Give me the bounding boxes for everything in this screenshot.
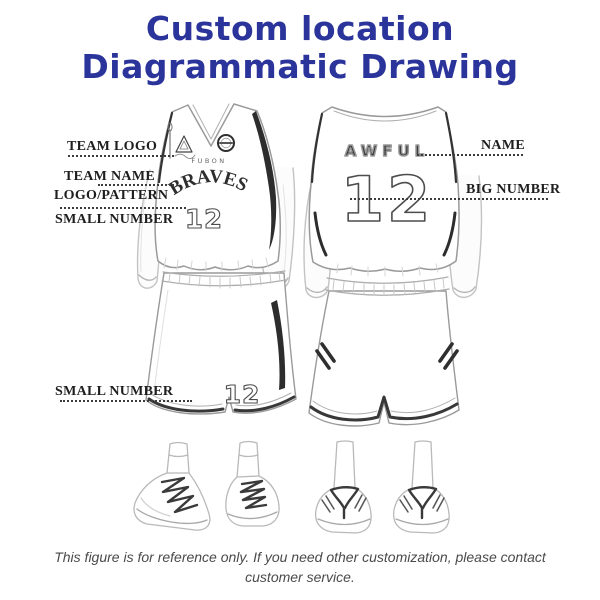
shoes xyxy=(133,440,450,534)
shoe-body xyxy=(225,475,280,527)
shoe-sole xyxy=(395,518,449,526)
shoe-sole xyxy=(227,511,278,520)
front-shorts-side-accent xyxy=(271,300,286,390)
shoe-laces xyxy=(239,479,268,510)
side-hatches xyxy=(321,494,367,513)
front-left-shoe xyxy=(133,441,211,531)
back-shorts-right-chevrons xyxy=(438,342,459,370)
sock xyxy=(236,440,260,478)
label-logo-pattern: LOGO/PATTERN xyxy=(54,188,169,203)
triangle-logo-inner xyxy=(179,140,189,150)
location-pin-head xyxy=(167,122,173,132)
side-hatches xyxy=(399,494,445,513)
leader-line-small-number-shorts xyxy=(60,400,192,402)
leader-line-team-logo xyxy=(68,155,174,157)
leader-line-big-number xyxy=(350,198,548,200)
back-shorts xyxy=(308,276,460,427)
front-shorts-waistband xyxy=(161,270,287,287)
sock xyxy=(411,440,434,489)
back-jersey-right-side-accent xyxy=(442,211,457,257)
back-left-shoe xyxy=(314,440,372,534)
shoe-sole xyxy=(317,518,371,526)
label-team-logo: TEAM LOGO xyxy=(67,139,158,154)
title-line-1: Custom location xyxy=(145,9,455,48)
label-small-number-shorts: SMALL NUMBER xyxy=(55,384,174,399)
shoe-laces xyxy=(160,476,199,514)
footer-line-1: This figure is for reference only. If yo… xyxy=(54,549,546,565)
back-jersey-collar-inner xyxy=(333,110,437,122)
front-shorts-right-hem-inner xyxy=(235,392,292,407)
front-sleeve-shading xyxy=(140,184,287,273)
back-jersey: AWFUL 12 xyxy=(308,106,460,277)
heel-strap xyxy=(329,486,360,520)
back-shorts-left-chevrons xyxy=(315,342,336,370)
front-jersey-collar-inner xyxy=(192,103,230,140)
front-shorts-body xyxy=(145,272,297,415)
front-jersey-right-armhole-trim xyxy=(252,111,277,250)
footer-disclaimer: This figure is for reference only. If yo… xyxy=(0,547,600,587)
back-jersey-hem-gathers xyxy=(336,263,439,277)
sock xyxy=(333,440,356,489)
front-shorts-left-hem-inner xyxy=(150,393,223,407)
leader-line-team-name xyxy=(98,184,174,186)
footer-line-2: customer service. xyxy=(245,569,355,585)
back-right-sleeve-cuff xyxy=(453,286,476,294)
front-uniform: FUBON BRAVES 12 12 xyxy=(136,103,297,415)
front-shorts xyxy=(145,270,297,415)
label-small-number-jersey: SMALL NUMBER xyxy=(55,212,174,227)
front-shorts-number: 12 xyxy=(224,380,261,409)
back-jersey-left-armhole-trim xyxy=(310,112,324,184)
label-name: NAME xyxy=(481,138,525,153)
back-player-name: AWFUL xyxy=(345,142,429,160)
back-shorts-waistband-ribbing xyxy=(332,277,445,296)
title-line-2: Diagrammatic Drawing xyxy=(81,47,519,86)
back-jersey-left-side-accent xyxy=(313,211,328,257)
front-jersey-hem-gathers xyxy=(163,257,269,272)
label-big-number: BIG NUMBER xyxy=(466,182,561,197)
logo-signature-squiggle xyxy=(174,153,196,160)
heel-strap xyxy=(407,486,438,520)
back-right-shoe xyxy=(392,440,450,534)
front-left-sleeve-cuff xyxy=(138,274,157,281)
label-team-name: TEAM NAME xyxy=(64,169,155,184)
shoe-toe-line xyxy=(140,497,171,517)
page-title: Custom location Diagrammatic Drawing xyxy=(0,10,600,86)
front-jersey-left-armhole-trim xyxy=(157,111,174,184)
back-shorts-hem-trim xyxy=(309,395,459,422)
back-shorts-waistband xyxy=(325,276,450,296)
front-shorts-left-seam xyxy=(153,289,169,395)
back-jersey-right-armhole-trim xyxy=(444,111,458,184)
front-right-shoe xyxy=(225,440,280,527)
leader-line-name xyxy=(417,154,523,156)
front-chest-number: 12 xyxy=(185,205,223,235)
triangle-logo-icon xyxy=(175,135,193,153)
shoe-sole xyxy=(136,508,208,525)
front-shorts-right-hem-trim xyxy=(233,395,296,413)
back-left-sleeve-cuff xyxy=(306,286,328,294)
front-shorts-waistband-ribbing xyxy=(168,271,281,289)
back-shorts-hem-inner xyxy=(312,397,456,415)
leader-line-small-number-jersey xyxy=(60,207,186,209)
front-brand-text: FUBON xyxy=(191,157,226,165)
sock xyxy=(166,441,190,474)
